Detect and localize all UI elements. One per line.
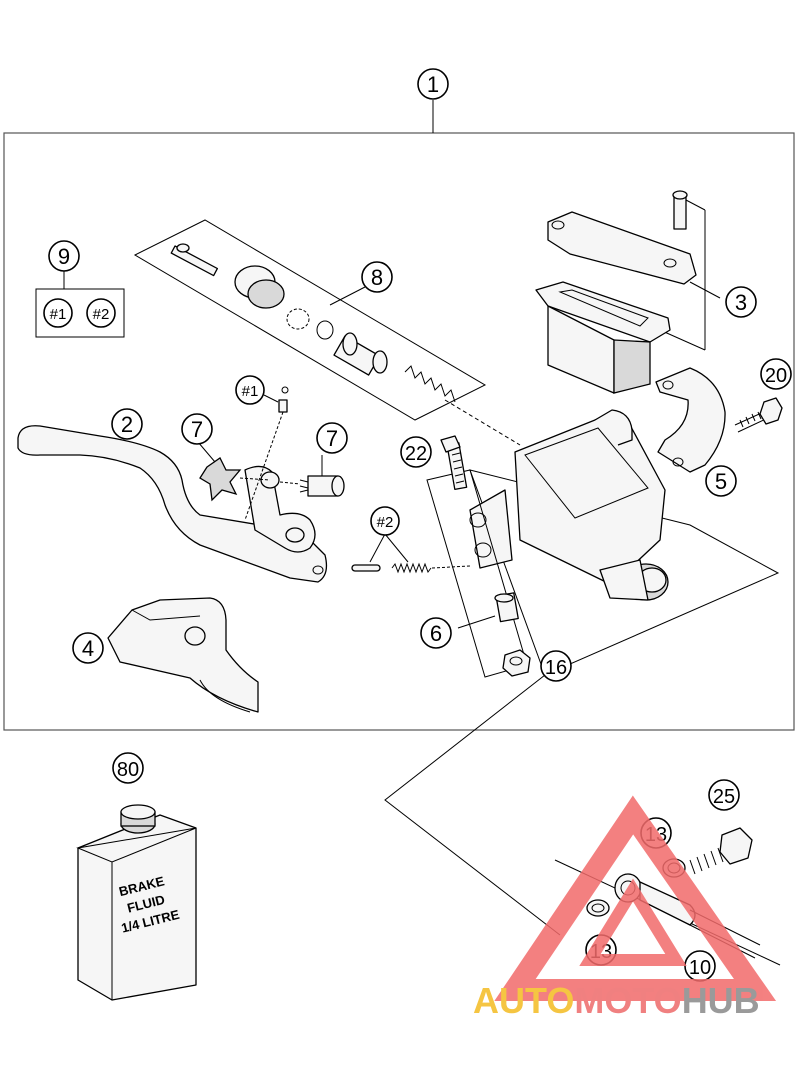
callout-kit-2[interactable]: #2 xyxy=(370,506,400,536)
callout-9-text: 9 xyxy=(58,244,70,269)
callout-20[interactable]: 20 xyxy=(760,358,792,390)
callout-80-text: 80 xyxy=(117,759,139,781)
callout-5[interactable]: 5 xyxy=(705,465,737,497)
assembly-frame xyxy=(3,132,795,731)
callout-1[interactable]: 1 xyxy=(417,68,449,100)
callout-7-right[interactable]: 7 xyxy=(316,422,348,454)
callout-4-text: 4 xyxy=(82,636,94,661)
callout-7-right-text: 7 xyxy=(326,426,338,451)
bolt-20 xyxy=(734,397,783,433)
callout-6-text: 6 xyxy=(430,621,442,646)
master-cylinder-body xyxy=(444,399,780,676)
nut-16 xyxy=(502,649,531,677)
callout-3-text: 3 xyxy=(735,290,747,315)
lever-2 xyxy=(17,425,328,583)
callout-25[interactable]: 25 xyxy=(708,779,740,811)
callout-10[interactable]: 10 xyxy=(684,950,716,982)
callout-9-group[interactable]: 9 #1 #2 xyxy=(35,240,125,338)
adjuster-knob-7 xyxy=(197,441,271,502)
callout-kit-2-text: #2 xyxy=(377,514,394,531)
watermark-text: AUTOMOTOHUB xyxy=(473,980,760,1021)
callout-3[interactable]: 3 xyxy=(725,286,757,318)
callout-8-text: 8 xyxy=(371,265,383,290)
callout-2[interactable]: 2 xyxy=(111,408,143,440)
kit-1-screw xyxy=(244,386,289,521)
callout-2-text: 2 xyxy=(121,412,133,437)
callout-7-left-text: 7 xyxy=(191,417,203,442)
reservoir-cover-3 xyxy=(535,190,721,394)
callout-9-sub1: #1 xyxy=(50,306,67,323)
callout-16-text: 16 xyxy=(545,657,567,679)
callout-16[interactable]: 16 xyxy=(540,650,572,682)
kit-2-pin-spring xyxy=(351,533,471,574)
callout-25-text: 25 xyxy=(713,786,735,808)
callout-8[interactable]: 8 xyxy=(361,261,393,293)
callout-5-text: 5 xyxy=(715,469,727,494)
banjo-region-lines xyxy=(384,674,561,936)
callout-7-left[interactable]: 7 xyxy=(181,413,213,445)
callout-22-text: 22 xyxy=(405,443,427,465)
callout-80[interactable]: 80 xyxy=(112,752,144,784)
callout-20-text: 20 xyxy=(765,365,787,387)
lever-guard-4 xyxy=(107,597,259,713)
clamp-5 xyxy=(655,367,726,473)
callout-1-text: 1 xyxy=(427,72,439,97)
watermark-hub: HUB xyxy=(682,980,760,1021)
sleeve-6 xyxy=(457,592,519,629)
bushing-7 xyxy=(279,455,345,497)
callout-22[interactable]: 22 xyxy=(400,436,432,468)
watermark-moto: MOTO xyxy=(574,980,681,1021)
piston-kit-8 xyxy=(133,219,487,421)
callout-6[interactable]: 6 xyxy=(420,617,452,649)
callout-kit-1-text: #1 xyxy=(242,383,259,400)
watermark-auto: AUTO xyxy=(473,980,574,1021)
callout-9-sub2: #2 xyxy=(93,306,110,323)
callout-10-text: 10 xyxy=(689,957,711,979)
automotohub-watermark-logo xyxy=(494,795,777,1001)
brake-fluid-can: BRAKE FLUID 1/4 LITRE xyxy=(76,804,197,1001)
callout-kit-1[interactable]: #1 xyxy=(235,375,265,405)
callout-4[interactable]: 4 xyxy=(72,632,104,664)
